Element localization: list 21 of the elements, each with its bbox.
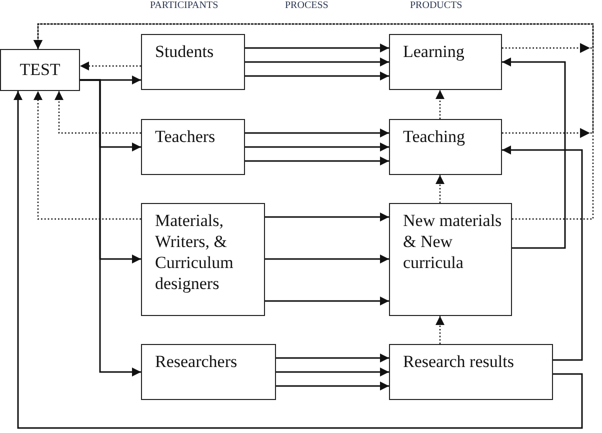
process-box <box>141 344 276 400</box>
node-label: Students <box>155 41 214 62</box>
node-label: Teachers <box>155 126 216 147</box>
process-box <box>389 119 502 175</box>
node-label: Teaching <box>403 126 466 147</box>
process-box <box>141 34 245 90</box>
process-box <box>389 34 502 90</box>
test-box <box>0 49 80 91</box>
node-label: Learning <box>403 41 464 62</box>
node-label: New materials & New curricula <box>403 210 503 273</box>
process-box <box>141 203 265 316</box>
node-label: TEST <box>20 59 60 80</box>
column-heading: PARTICIPANTS <box>150 0 218 11</box>
node-label: Researchers <box>155 351 238 372</box>
process-box <box>141 119 245 175</box>
column-heading: PROCESS <box>285 0 328 11</box>
process-box <box>389 344 553 400</box>
node-label: Research results <box>403 351 514 372</box>
column-heading: PRODUCTS <box>410 0 462 11</box>
process-box <box>389 203 512 316</box>
node-label: Materials, Writers, & Curriculum designers <box>155 210 234 294</box>
